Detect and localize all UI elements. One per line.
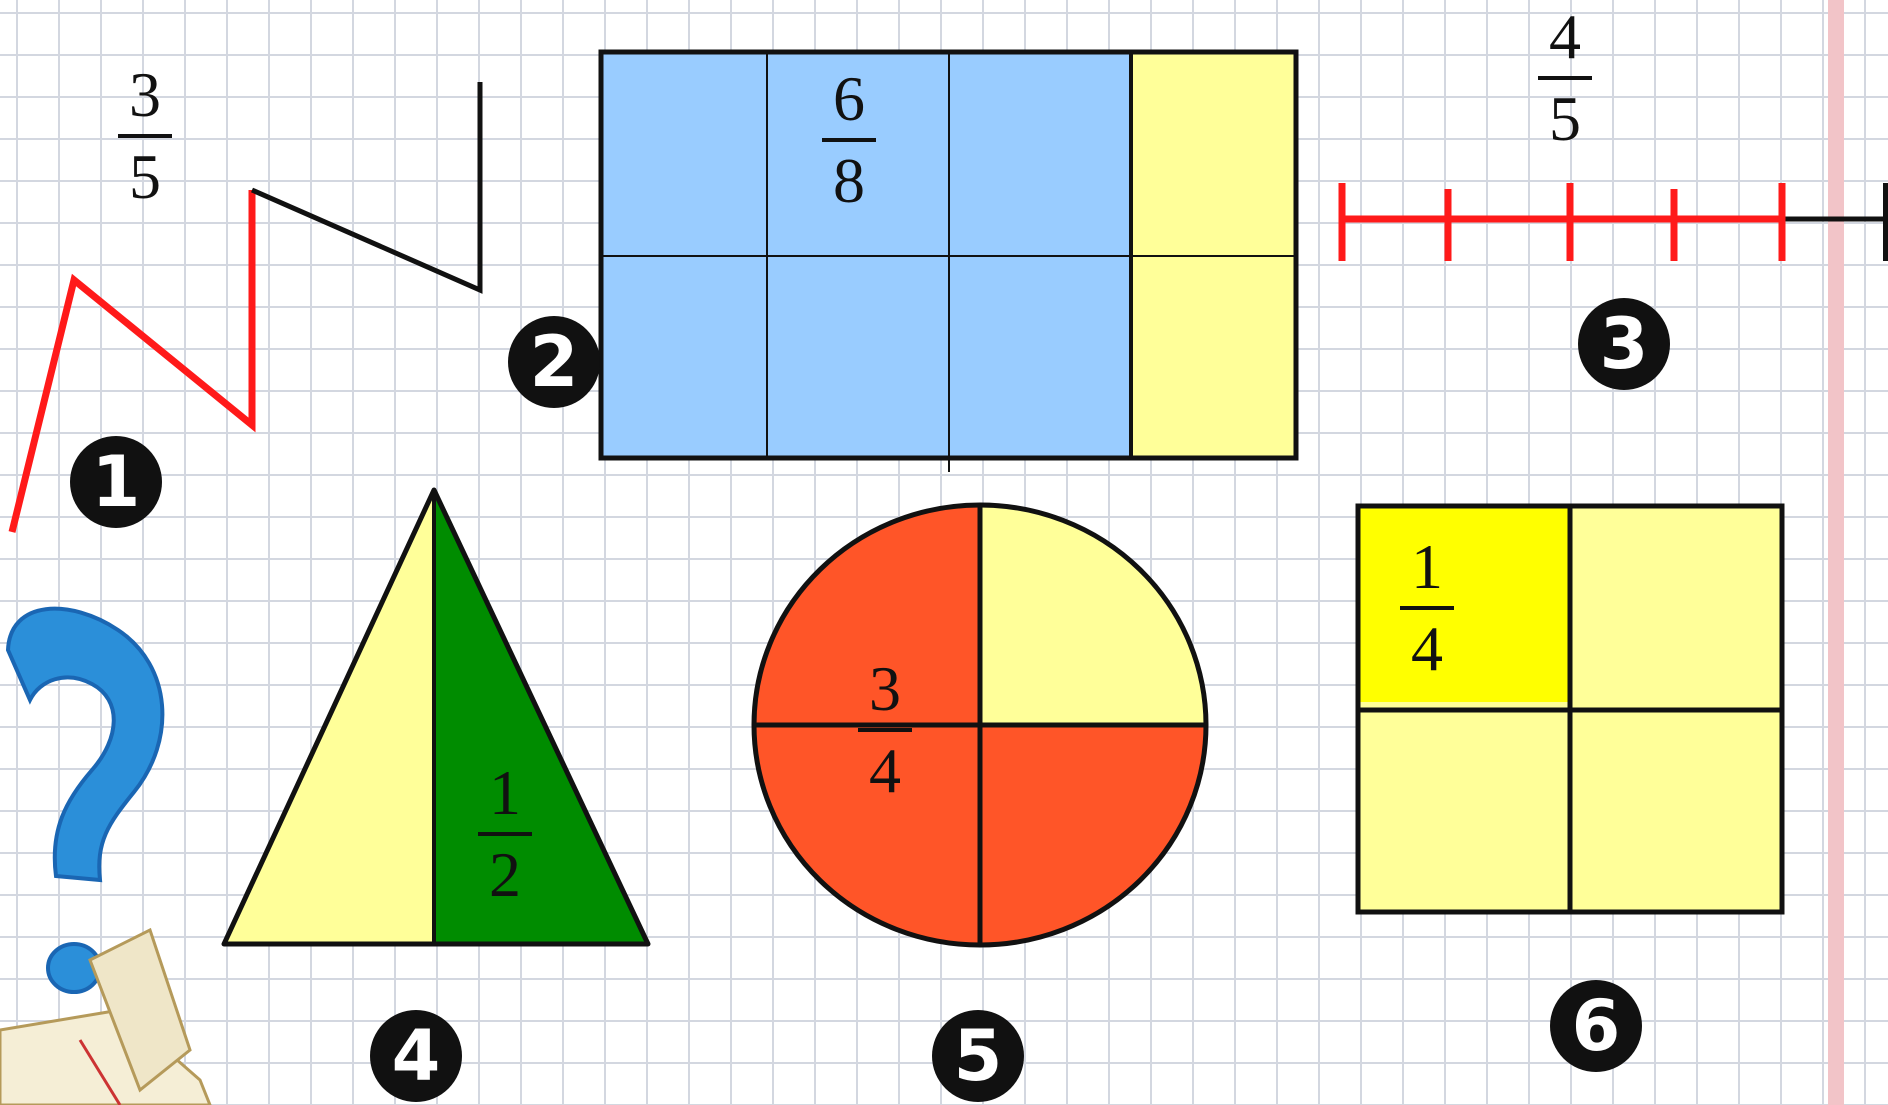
figure-number-badge-3: 3: [1578, 298, 1670, 390]
circle-quarter-bottom-right: [980, 725, 1206, 945]
figure-number-badge-5: 5: [932, 1010, 1024, 1102]
figure-number-badge-1: 1: [70, 436, 162, 528]
circle-quarter-bottom-left: [754, 725, 980, 945]
rectangle-outline: [598, 49, 1299, 461]
square-shaded-quarter: [1358, 506, 1568, 702]
fraction-label-4: 1 2: [478, 756, 532, 912]
fraction-label-3: 4 5: [1538, 0, 1592, 156]
rectangle-figure: [598, 49, 1299, 472]
figure-number-badge-6: 6: [1550, 980, 1642, 1072]
broken-line-black-part: [250, 82, 483, 294]
fraction-label-5: 3 4: [858, 652, 912, 808]
figure-number-badge-4: 4: [370, 1010, 462, 1102]
figure-number-badge-2: 2: [508, 316, 600, 408]
broken-line-red-part: [8, 190, 256, 533]
circle-quarter-top-left: [754, 505, 980, 725]
circle-figure: [751, 502, 1209, 948]
circle-quarter-top-right: [980, 505, 1206, 725]
fraction-label-2: 6 8: [822, 62, 876, 218]
fraction-label-6: 1 4: [1400, 530, 1454, 686]
square-outline: [1355, 503, 1785, 915]
segment-figure: [1338, 183, 1888, 261]
triangle-figure: [221, 487, 651, 947]
square-figure: [1355, 503, 1785, 915]
fraction-label-1: 3 5: [118, 58, 172, 214]
broken-line-figure: [8, 82, 483, 533]
open-book-icon: [0, 927, 212, 1105]
notebook-margin-line: [1828, 0, 1844, 1105]
